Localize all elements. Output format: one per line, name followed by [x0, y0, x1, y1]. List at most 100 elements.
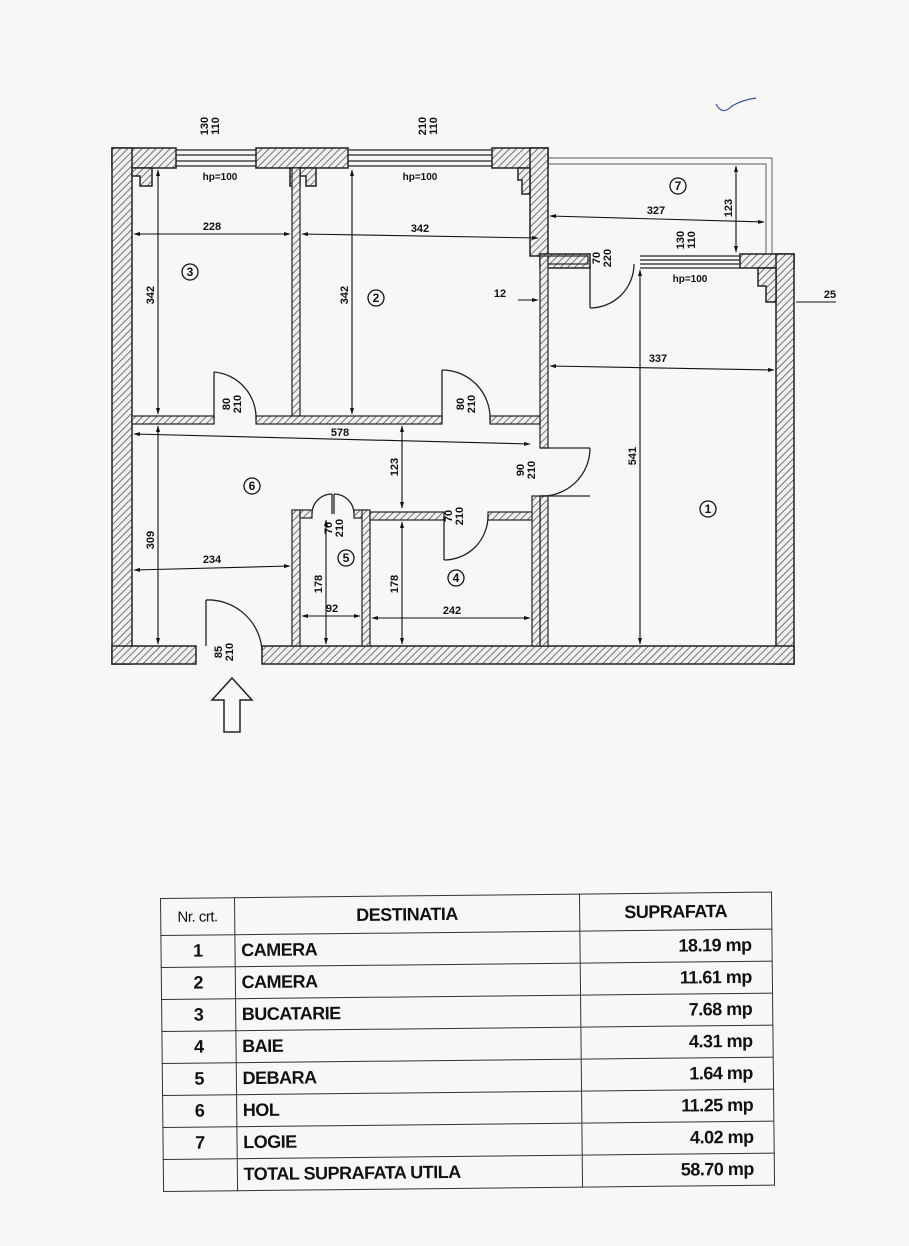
- entry-arrow-icon: [210, 676, 254, 733]
- door-entry-width: 85: [213, 646, 225, 658]
- dim-room1-height: 541: [627, 447, 639, 465]
- dim-logia-depth: 123: [723, 199, 735, 217]
- row-area: 4.02 mp: [581, 1121, 775, 1156]
- interior-walls: [131, 167, 589, 647]
- area-table: Nr. crt. DESTINATIA SUPRAFATA 1 CAMERA 1…: [160, 892, 775, 1192]
- row-destination: CAMERA: [234, 963, 581, 999]
- door-logia-height: 220: [602, 249, 614, 267]
- sill-height-room1: hp=100: [673, 274, 708, 285]
- row-area: 11.61 mp: [580, 961, 773, 996]
- dim-logia-width: 327: [647, 205, 665, 217]
- door-label-room1: 90210: [515, 461, 538, 479]
- floor-plan: 228 342 342 342 12 337 541 327 123 25 57…: [111, 97, 836, 733]
- window-label-room3: 130110: [199, 117, 222, 135]
- row-nr: 1: [160, 934, 235, 968]
- room-number-2: 2: [373, 291, 380, 305]
- window-room3-width: 130: [199, 117, 211, 135]
- dim-room6-height: 309: [145, 531, 157, 549]
- dim-room2-width: 342: [411, 223, 429, 235]
- dim-room3-width: 228: [203, 221, 221, 233]
- room-number-7: 7: [675, 179, 682, 193]
- header-nr: Nr. crt.: [160, 897, 235, 936]
- dim-room5-width: 92: [326, 603, 338, 615]
- dim-room3-height: 342: [145, 286, 157, 304]
- window-label-room1: 130110: [675, 231, 698, 249]
- row-destination: LOGIE: [236, 1123, 583, 1159]
- walls: [111, 147, 795, 665]
- dimension-labels: 228 342 342 342 12 337 541 327 123 25 57…: [145, 117, 836, 661]
- dim-room6-width: 234: [203, 554, 222, 566]
- room-numbers: 1 2 3 4 5 6 7: [181, 177, 717, 587]
- dim-room2-height: 342: [339, 286, 351, 304]
- table-total-row: TOTAL SUPRAFATA UTILA 58.70 mp: [163, 1153, 775, 1192]
- row-destination: DEBARA: [235, 1059, 582, 1095]
- dim-outer-wall: 25: [824, 289, 836, 301]
- dim-room5-height: 178: [313, 575, 325, 593]
- room-marker-5: 5: [337, 549, 355, 567]
- row-area: 4.31 mp: [580, 1025, 774, 1060]
- row-destination: BUCATARIE: [235, 995, 581, 1031]
- door-room3-height: 210: [232, 395, 244, 413]
- row-nr: 2: [161, 966, 236, 1000]
- door-room5-width: 70: [323, 522, 335, 534]
- door-label-room5: 70210: [323, 519, 346, 537]
- sill-height-room2: hp=100: [403, 172, 438, 183]
- room-marker-6: 6: [243, 477, 261, 495]
- room-marker-2: 2: [367, 289, 385, 307]
- row-destination: HOL: [236, 1091, 582, 1127]
- window-label-room2: 210110: [417, 117, 440, 135]
- window-room2-width: 210: [417, 117, 429, 135]
- door-room4-height: 210: [454, 507, 466, 525]
- door-label-entry: 85210: [213, 643, 236, 661]
- dim-hall-depth: 123: [389, 458, 401, 476]
- pen-mark: [715, 97, 757, 112]
- door-entry-height: 210: [224, 643, 236, 661]
- door-label-room2: 80210: [455, 395, 478, 413]
- room-marker-4: 4: [447, 569, 465, 587]
- dimension-lines: [133, 165, 836, 645]
- room-marker-3: 3: [181, 263, 199, 281]
- window-room2-height: 110: [428, 117, 440, 135]
- sill-height-room3: hp=100: [203, 172, 238, 183]
- door-label-logia: 70220: [591, 249, 614, 267]
- room-number-1: 1: [705, 502, 712, 516]
- row-area: 1.64 mp: [581, 1057, 774, 1092]
- row-nr: 5: [162, 1062, 237, 1096]
- door-label-room3: 80210: [221, 395, 244, 413]
- door-room3-width: 80: [221, 398, 233, 410]
- window-room1-height: 110: [686, 231, 698, 249]
- door-room2-height: 210: [466, 395, 478, 413]
- total-nr-empty: [163, 1158, 238, 1192]
- room-marker-1: 1: [699, 500, 717, 518]
- door-logia-width: 70: [591, 252, 603, 264]
- row-destination: BAIE: [235, 1027, 582, 1063]
- row-nr: 3: [161, 998, 236, 1032]
- door-room2-width: 80: [455, 398, 467, 410]
- row-area: 18.19 mp: [579, 929, 773, 964]
- door-room1-height: 210: [526, 461, 538, 479]
- room-marker-7: 7: [669, 177, 687, 195]
- doors: [205, 263, 635, 651]
- row-area: 7.68 mp: [580, 993, 773, 1028]
- total-label: TOTAL SUPRAFATA UTILA: [236, 1155, 583, 1191]
- row-destination: CAMERA: [234, 931, 581, 967]
- room-number-3: 3: [187, 265, 194, 279]
- dim-room4-height: 178: [389, 575, 401, 593]
- table-header-row: Nr. crt. DESTINATIA SUPRAFATA: [160, 892, 772, 936]
- dim-hall-length: 578: [331, 427, 349, 439]
- logia-outline: [548, 157, 773, 254]
- dim-room1-width: 337: [649, 353, 667, 365]
- room-number-5: 5: [343, 551, 350, 565]
- row-area: 11.25 mp: [581, 1089, 774, 1124]
- door-room5-height: 210: [334, 519, 346, 537]
- room-number-4: 4: [453, 571, 460, 585]
- room-number-6: 6: [249, 479, 256, 493]
- window-room3-height: 110: [210, 117, 222, 135]
- header-area: SUPRAFATA: [579, 892, 772, 932]
- door-room4-width: 70: [443, 510, 455, 522]
- door-label-room4: 70210: [443, 507, 466, 525]
- row-nr: 7: [162, 1126, 237, 1160]
- door-room1-width: 90: [515, 464, 527, 476]
- row-nr: 4: [161, 1030, 236, 1064]
- total-area: 58.70 mp: [582, 1153, 775, 1188]
